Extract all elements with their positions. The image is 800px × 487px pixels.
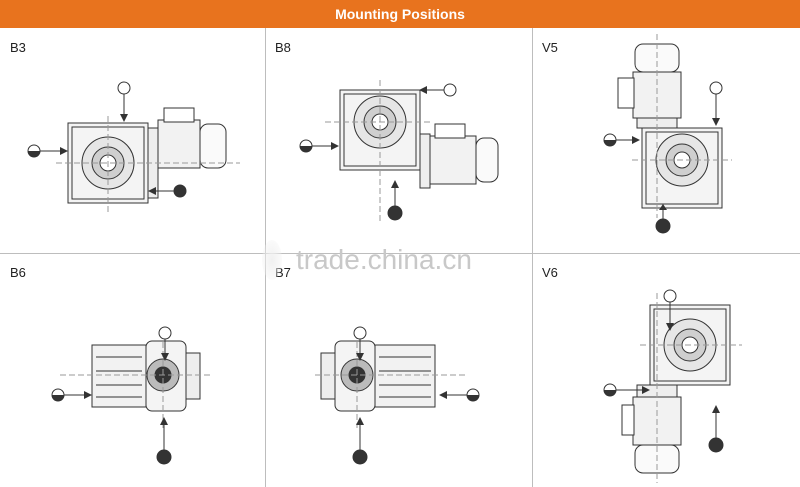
position-label: B8 bbox=[275, 40, 291, 55]
watermark-glow bbox=[262, 240, 282, 280]
position-cell-b3: B3 bbox=[0, 28, 266, 254]
b3-indicator-left bbox=[27, 144, 68, 158]
b3-gearbox-drawing bbox=[27, 81, 240, 212]
header-bar: Mounting Positions bbox=[0, 0, 800, 28]
position-cell-b8: B8 bbox=[265, 28, 533, 254]
b3-indicator-top bbox=[117, 81, 131, 122]
b8-gearbox-drawing bbox=[299, 80, 499, 224]
watermark: trade.china.cn bbox=[296, 244, 472, 275]
position-label: B3 bbox=[10, 40, 26, 55]
position-cell-v5: V5 bbox=[532, 28, 800, 254]
b3-indicator-bottom bbox=[148, 184, 187, 198]
position-cell-b6: B6 bbox=[0, 253, 266, 487]
v6-indicator-top bbox=[663, 289, 677, 331]
position-cell-b7: B7 bbox=[265, 253, 533, 487]
position-label: B6 bbox=[10, 265, 26, 280]
position-cell-v6: V6 bbox=[532, 253, 800, 487]
b6-indicator-left bbox=[51, 388, 92, 402]
b8-indicator-top bbox=[419, 83, 457, 97]
b7-indicator-right bbox=[439, 388, 480, 402]
v5-gearbox-drawing bbox=[603, 34, 732, 234]
v5-indicator-left bbox=[603, 133, 640, 147]
b8-indicator-bottom bbox=[387, 180, 403, 221]
b6-gearbox-drawing bbox=[51, 326, 210, 465]
page-title: Mounting Positions bbox=[335, 6, 465, 22]
b7-gearbox-drawing bbox=[315, 326, 480, 465]
v5-indicator-right bbox=[709, 81, 723, 126]
v6-indicator-left bbox=[603, 383, 650, 397]
v5-indicator-bottom bbox=[655, 204, 671, 234]
b7-indicator-top bbox=[353, 326, 367, 361]
b7-indicator-bottom bbox=[352, 417, 368, 465]
b6-indicator-bottom bbox=[156, 417, 172, 465]
v6-gearbox-drawing bbox=[603, 289, 742, 483]
position-label: V6 bbox=[542, 265, 558, 280]
position-label: V5 bbox=[542, 40, 558, 55]
v6-indicator-right bbox=[708, 405, 724, 453]
b8-indicator-left bbox=[299, 139, 339, 153]
b6-indicator-top bbox=[158, 326, 172, 361]
mounting-grid: B3 bbox=[0, 28, 800, 487]
